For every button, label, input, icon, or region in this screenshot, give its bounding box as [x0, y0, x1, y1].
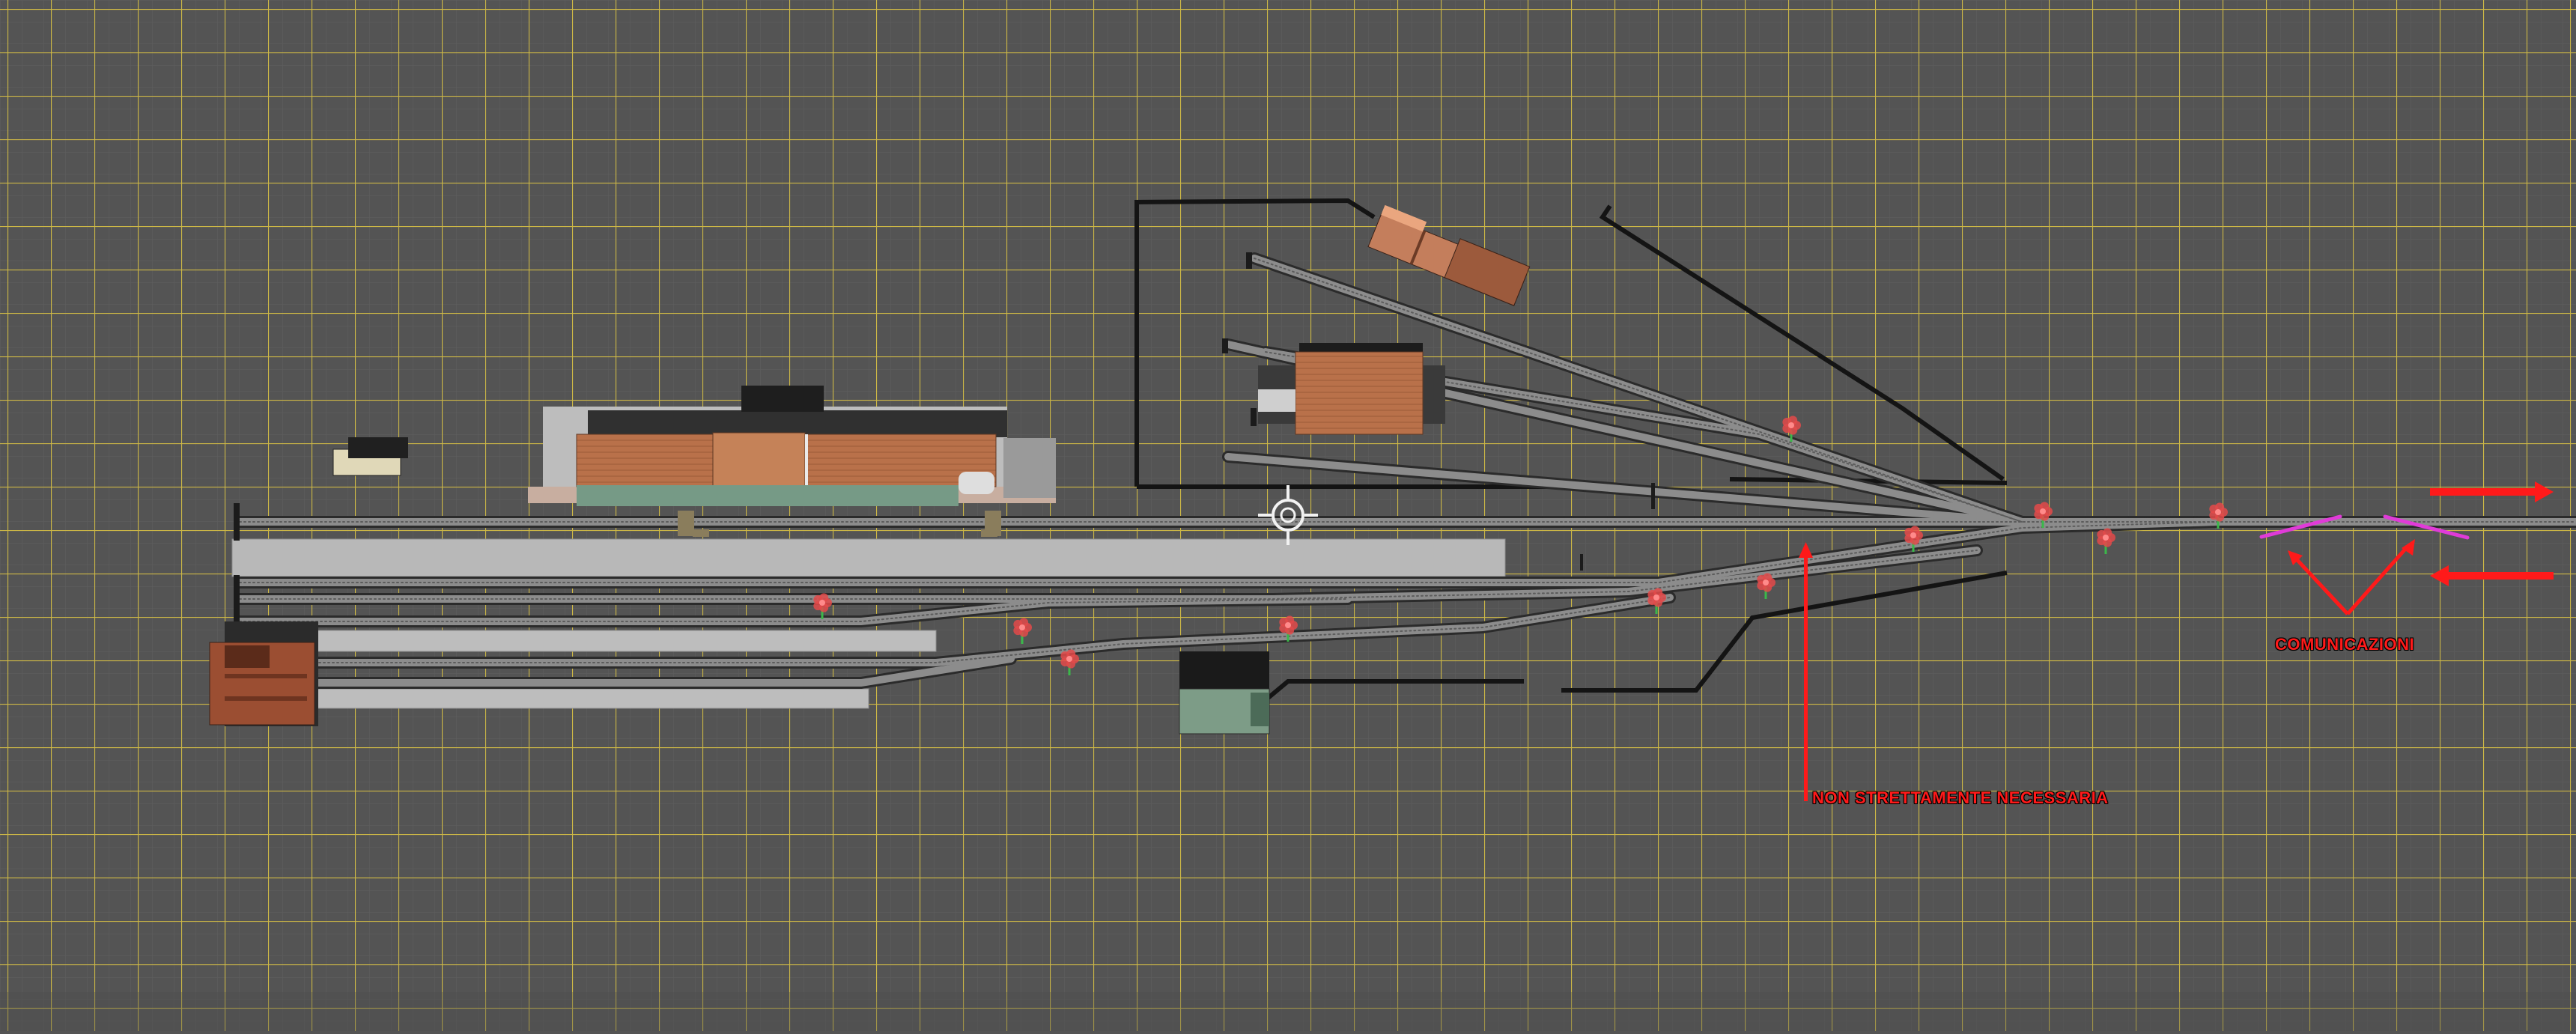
green-shed: [1179, 651, 1270, 735]
red-flower-signal-icon[interactable]: [1279, 615, 1298, 642]
red-flower-signal-icon[interactable]: [1060, 649, 1079, 675]
level-crossings: [678, 511, 1001, 537]
red-flower-signal-icon[interactable]: [1013, 618, 1032, 644]
switch-signals: [813, 416, 2228, 675]
brick-building: [209, 621, 318, 726]
small-wagon: [332, 437, 408, 476]
crossover-lines: [2259, 514, 2470, 540]
red-arrow-icon: [2430, 565, 2554, 586]
red-flower-signal-icon[interactable]: [1647, 588, 1666, 614]
red-flower-signal-icon[interactable]: [2034, 502, 2053, 528]
red-arrow-icon: [2430, 481, 2554, 502]
red-flower-signal-icon[interactable]: [2209, 502, 2228, 529]
platform-3: [314, 688, 869, 709]
red-arrow-icon: [2294, 545, 2409, 615]
station-building: [528, 386, 1056, 506]
annotation-arrows: [1799, 481, 2554, 801]
red-flower-signal-icon[interactable]: [813, 593, 832, 619]
red-arrow-icon: [1799, 542, 1813, 801]
signal-marker: [1580, 483, 1655, 571]
goods-shed: [1258, 343, 1445, 435]
platform-2: [314, 630, 937, 652]
main-platform: [231, 538, 1506, 577]
tracks: [234, 252, 2576, 689]
annotation-crossovers: COMUNICAZIONI: [2275, 635, 2415, 654]
red-flower-signal-icon[interactable]: [1782, 416, 1801, 442]
ground-edge: [0, 992, 2576, 1031]
houses-row: [1367, 204, 1531, 306]
red-flower-signal-icon[interactable]: [2097, 528, 2115, 554]
crosshair-cursor-icon[interactable]: [1258, 485, 1318, 545]
red-flower-signal-icon[interactable]: [1904, 526, 1923, 552]
annotation-not-strictly-needed: NON STRETTAMENTE NECESSARIA: [1812, 788, 2109, 807]
red-flower-signal-icon[interactable]: [1757, 573, 1775, 599]
